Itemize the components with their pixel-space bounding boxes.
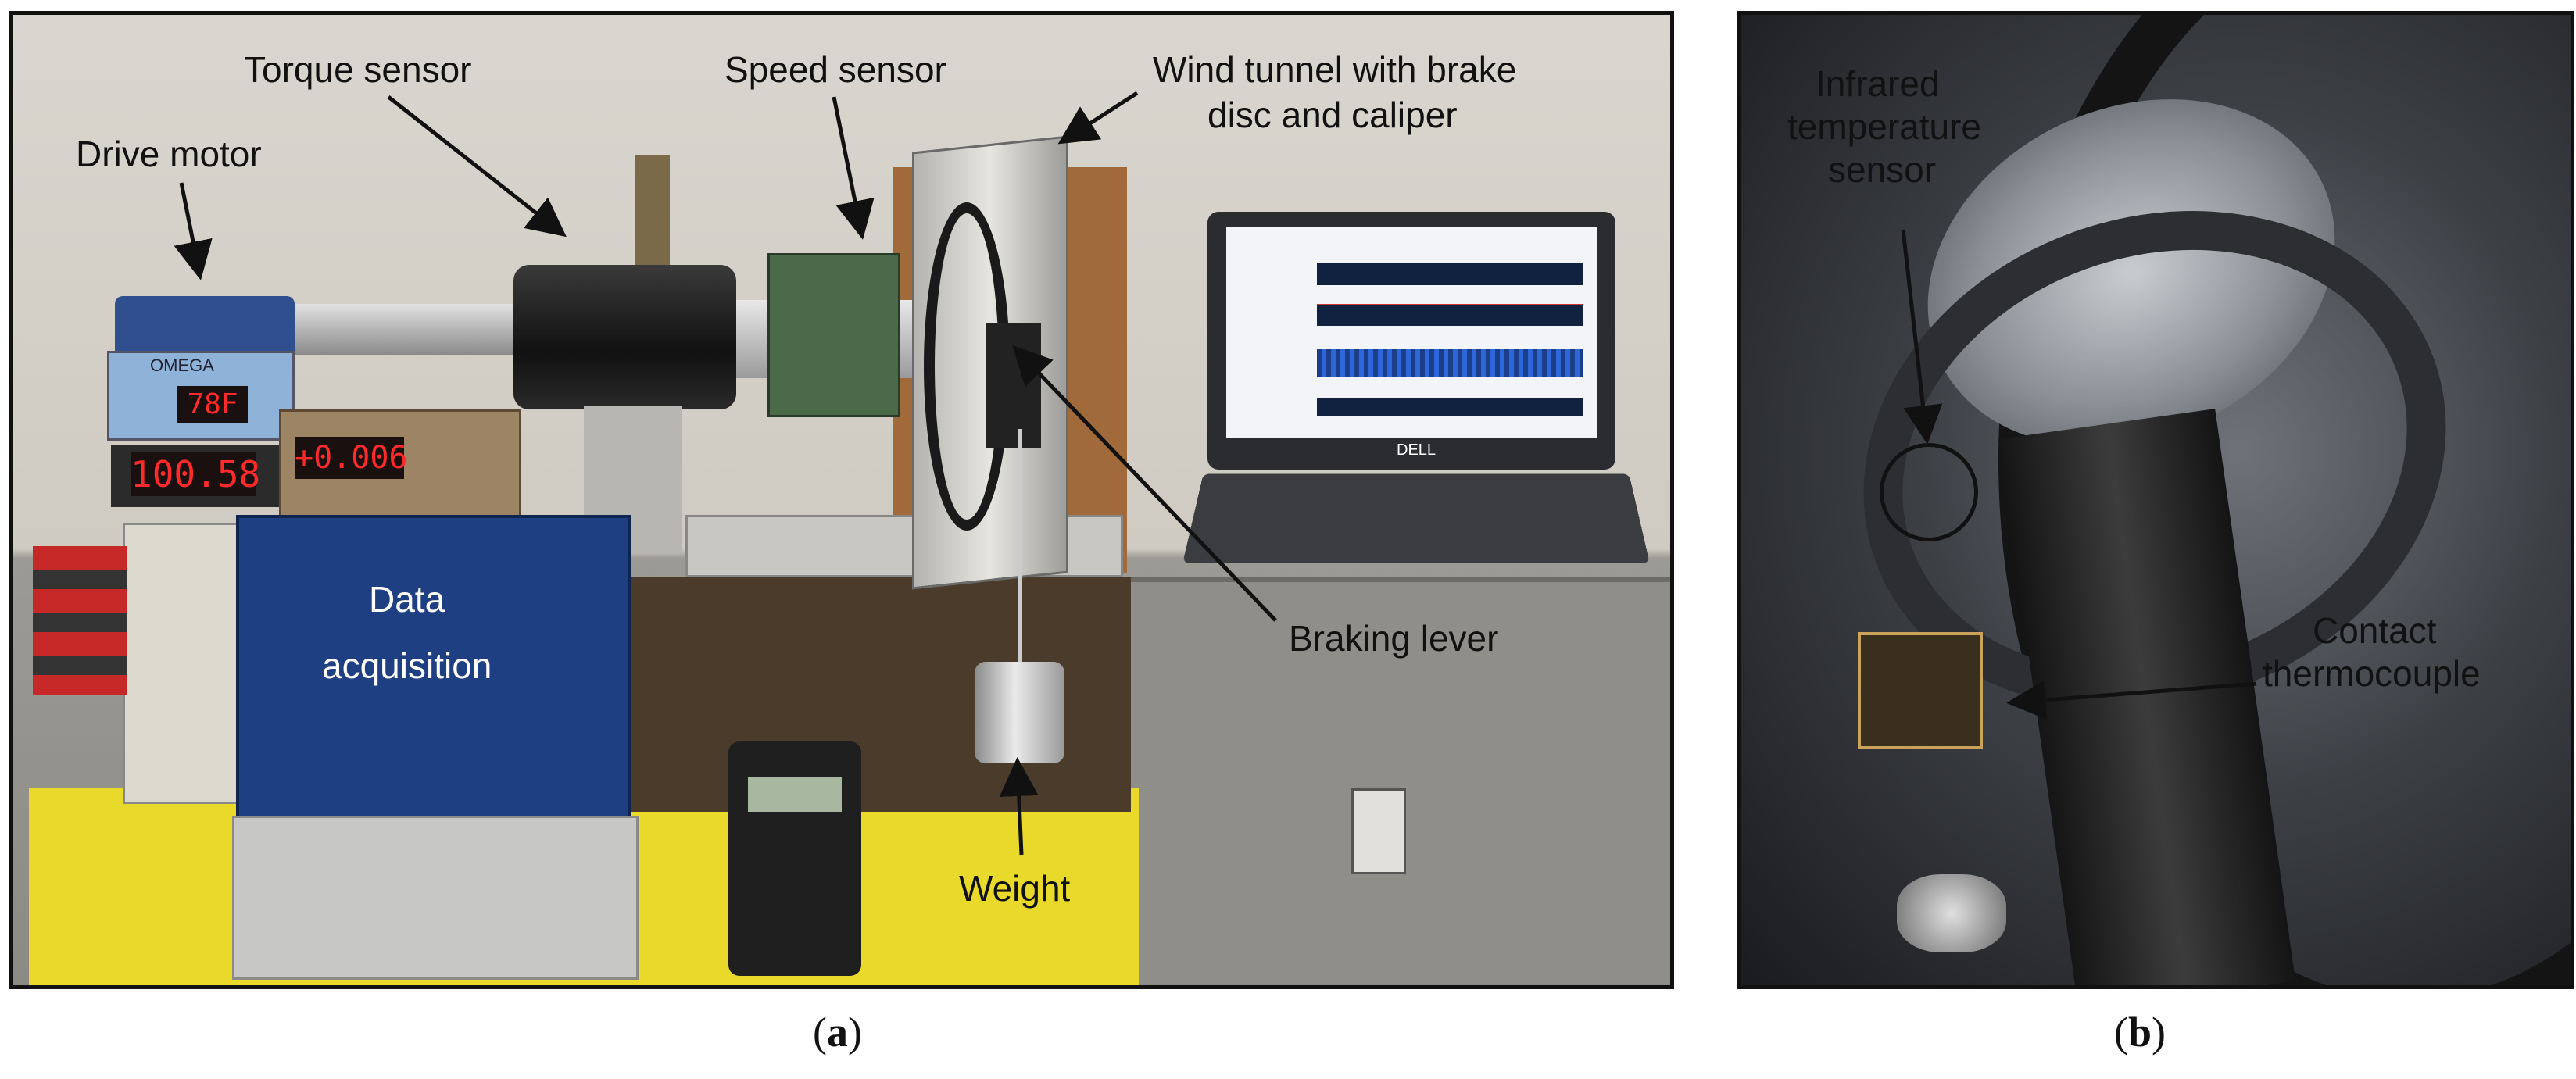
wall-outlet: [1351, 788, 1406, 874]
label-infrared-2: temperature: [1787, 106, 1982, 147]
arrow-speed-sensor: [832, 96, 875, 240]
caption-b: (b): [2114, 1009, 2166, 1056]
laptop-brand: DELL: [1397, 441, 1436, 459]
caption-a-letter: a: [826, 1009, 848, 1056]
label-speed-sensor: Speed sensor: [724, 49, 946, 90]
weight-cylinder: [975, 662, 1064, 763]
screen-trace-1: [1317, 263, 1583, 285]
caption-a: (a): [813, 1009, 862, 1056]
daq-box: [236, 515, 631, 820]
label-wind-tunnel-2: disc and caliper: [1208, 95, 1458, 135]
omega-panel-text: OMEGA: [150, 355, 214, 375]
speed-sensor-board: [767, 253, 900, 417]
panel-a-arrows: [174, 91, 1277, 856]
torque-display: +0.006: [295, 437, 408, 479]
torque-sensor: [513, 265, 736, 409]
screen-trace-4: [1317, 398, 1583, 416]
arrow-drive-motor: [174, 182, 213, 280]
label-infrared-3: sensor: [1828, 149, 1937, 190]
caption-b-letter: b: [2127, 1009, 2152, 1056]
arrow-contact: [2006, 680, 2257, 720]
label-data-acquisition-1: Data: [369, 579, 445, 620]
lever-rod: [1018, 429, 1022, 663]
screen-trace-2: [1317, 304, 1583, 326]
sensor-circle: [1880, 443, 1978, 541]
gray-cabinet: [1123, 577, 1670, 984]
daq-base: [232, 816, 639, 980]
label-data-acquisition-2: acquisition: [322, 645, 492, 686]
label-braking-lever: Braking lever: [1289, 618, 1499, 659]
arrow-braking-lever: [1012, 345, 1277, 622]
arrow-weight: [999, 757, 1039, 856]
photo-panel-b: Infrared temperature sensor Contact ther…: [1737, 11, 2574, 989]
handheld-screen: [748, 777, 842, 812]
label-weight: Weight: [959, 868, 1071, 909]
label-drive-motor: Drive motor: [76, 134, 262, 174]
motor-coupling: [295, 304, 513, 355]
temperature-display: 78F: [177, 386, 248, 423]
arrow-torque-sensor: [387, 95, 567, 238]
thermocouple-block: [1858, 632, 1983, 749]
photo-panel-a: OMEGA 78F 100.58 +0.006 DELL Drive motor…: [9, 11, 1674, 989]
arrow-infrared: [1901, 229, 1943, 445]
panel-b-arrows: [1901, 229, 2257, 720]
label-torque-sensor: Torque sensor: [244, 49, 472, 90]
torque-connector: [635, 155, 670, 265]
label-contact-1: Contact: [2313, 610, 2437, 651]
red-terminals: [33, 546, 127, 695]
label-contact-2: thermocouple: [2263, 653, 2481, 694]
label-infrared-1: Infrared: [1816, 63, 1940, 104]
label-wind-tunnel-1: Wind tunnel with brake: [1153, 49, 1517, 90]
clamp-screw: [1897, 874, 2006, 952]
arrow-wind-tunnel: [1057, 91, 1139, 145]
screen-trace-3: [1317, 349, 1583, 377]
speed-display: 100.58: [131, 452, 261, 496]
